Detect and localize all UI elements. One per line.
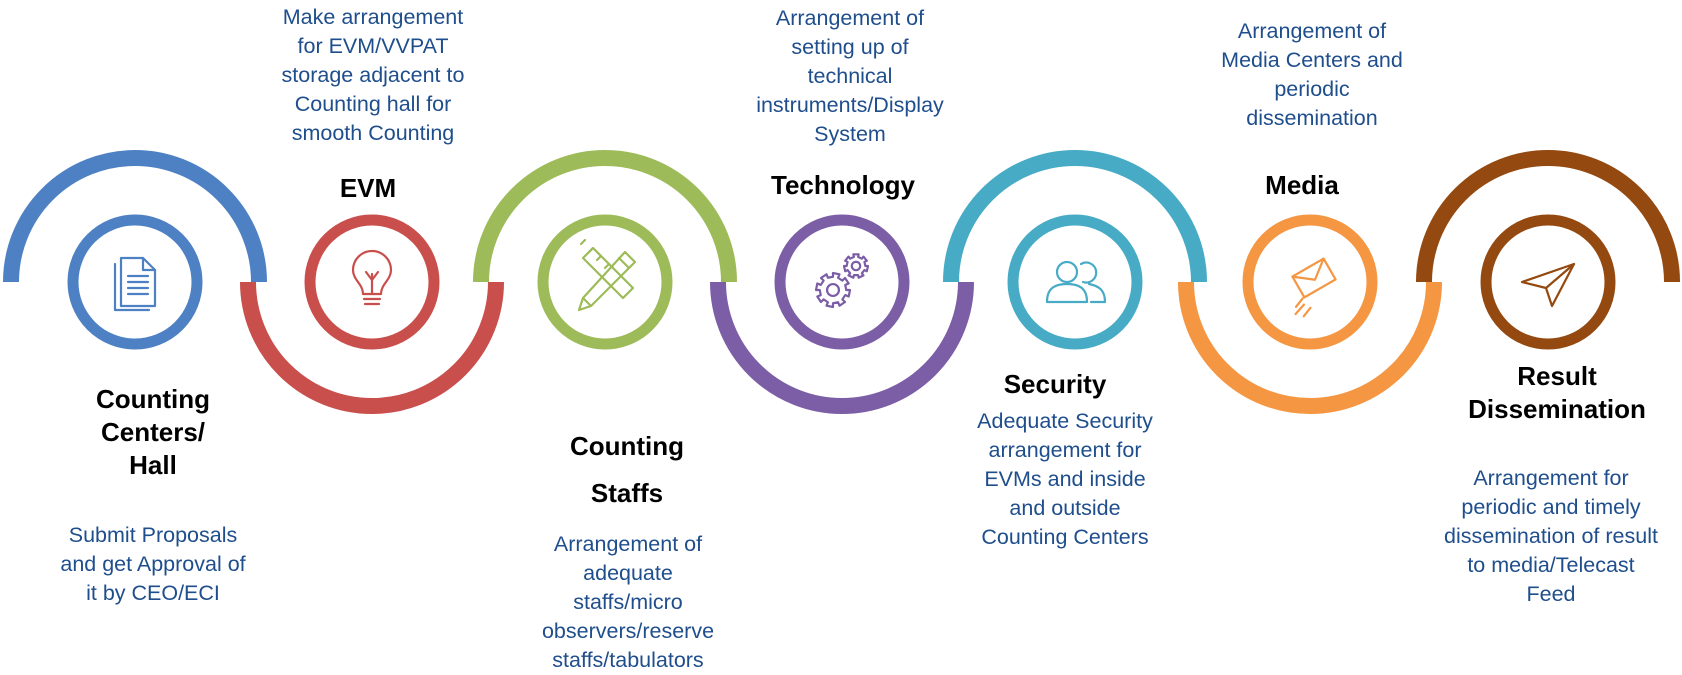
step-title-counting-centers-line: Counting <box>95 384 211 414</box>
step-description-security-line: Adequate Security <box>977 409 1153 433</box>
step-description-evm-line: Make arrangement <box>282 5 464 29</box>
step-description-result-dissemination-line: dissemination of result <box>1444 524 1658 548</box>
wave-arc-security <box>943 150 1207 283</box>
step-description-media-line: Media Centers and <box>1221 48 1403 72</box>
step-description-result-dissemination-line: Arrangement for <box>1473 466 1629 490</box>
step-description-evm: Make arrangement for EVM/VVPAT storage adj… <box>282 3 465 148</box>
step-description-counting-centers-line: and get Approval of <box>60 552 246 576</box>
step-title-counting-staffs-line: Counting <box>569 431 685 461</box>
step-description-media-line: dissemination <box>1246 106 1378 130</box>
document-icon <box>113 256 157 312</box>
step-title-counting-centers-line: Hall <box>129 450 177 480</box>
step-description-technology: Arrangement of setting up of technical inst… <box>756 4 944 149</box>
step-description-security-line: arrangement for <box>988 438 1142 462</box>
step-title-evm: EVM <box>340 172 396 205</box>
step-description-result-dissemination-line: to media/Telecast <box>1467 553 1635 577</box>
gears-icon <box>814 253 870 309</box>
step-description-counting-staffs-line: observers/reserve <box>541 619 715 643</box>
step-description-evm-line: storage adjacent to <box>281 63 465 87</box>
step-description-counting-staffs-line: adequate <box>583 561 673 585</box>
pencil-ruler-icon <box>577 238 637 312</box>
step-title-media: Media <box>1265 169 1339 202</box>
step-title-media-line: Media <box>1265 170 1339 200</box>
step-description-technology-line: technical <box>807 64 893 88</box>
step-description-technology-line: setting up of <box>791 35 909 59</box>
step-description-evm-line: for EVM/VVPAT <box>297 34 449 58</box>
step-description-counting-centers-line: Submit Proposals <box>68 523 238 547</box>
step-description-counting-staffs-line: staffs/tabulators <box>552 648 704 672</box>
wave-arc-counting-staffs <box>473 150 737 283</box>
step-description-evm-line: smooth Counting <box>291 121 455 145</box>
step-circle-media <box>1242 214 1378 350</box>
step-title-counting-staffs-line: Staffs <box>590 478 664 508</box>
step-description-media: Arrangement of Media Centers and periodic d… <box>1221 17 1403 133</box>
step-title-technology-line: Technology <box>771 170 915 200</box>
step-title-result-dissemination-line: Dissemination <box>1468 394 1646 424</box>
step-circle-security <box>1007 214 1143 350</box>
wave-arc-counting-centers <box>3 150 267 283</box>
users-icon <box>1045 260 1107 304</box>
step-description-security-line: Counting Centers <box>981 525 1149 549</box>
step-circle-counting-staffs <box>537 214 673 350</box>
envelope-icon <box>1291 257 1337 318</box>
step-title-security-line: Security <box>1003 369 1107 399</box>
wave-arc-evm <box>240 281 504 414</box>
wave-arc-media <box>1178 281 1442 414</box>
paper-plane-icon <box>1520 262 1576 308</box>
step-description-technology-line: Arrangement of <box>775 6 925 30</box>
step-description-counting-staffs-line: Arrangement of <box>553 532 703 556</box>
step-description-media-line: periodic <box>1274 77 1350 101</box>
step-description-result-dissemination-line: Feed <box>1526 582 1576 606</box>
step-title-technology: Technology <box>771 169 915 202</box>
lightbulb-icon <box>351 249 393 306</box>
step-description-media-line: Arrangement of <box>1237 19 1387 43</box>
step-description-counting-staffs-line: staffs/micro <box>573 590 683 614</box>
step-description-counting-staffs: Arrangement of adequate staffs/micro observ… <box>542 530 714 675</box>
step-circle-result-dissemination <box>1480 214 1616 350</box>
step-description-counting-centers-line: it by CEO/ECI <box>86 581 220 605</box>
step-description-evm-line: Counting hall for <box>294 92 452 116</box>
step-title-result-dissemination-line: Result <box>1517 361 1597 391</box>
step-description-security-line: and outside <box>1009 496 1121 520</box>
step-title-counting-centers-line: Centers/ <box>100 417 206 447</box>
step-description-result-dissemination-line: periodic and timely <box>1461 495 1641 519</box>
wave-arc-technology <box>710 281 974 414</box>
wave-arc-result-dissemination <box>1416 150 1680 283</box>
step-description-security-line: EVMs and inside <box>984 467 1146 491</box>
step-description-result-dissemination: Arrangement for periodic and timely dissem… <box>1444 464 1658 609</box>
step-description-technology-line: instruments/Display <box>756 93 944 117</box>
step-title-security: Security <box>1004 368 1107 401</box>
step-title-evm-line: EVM <box>339 173 397 203</box>
step-description-technology-line: System <box>814 122 886 146</box>
step-description-counting-centers: Submit Proposals and get Approval of it by… <box>60 521 245 608</box>
step-circle-technology <box>774 214 910 350</box>
